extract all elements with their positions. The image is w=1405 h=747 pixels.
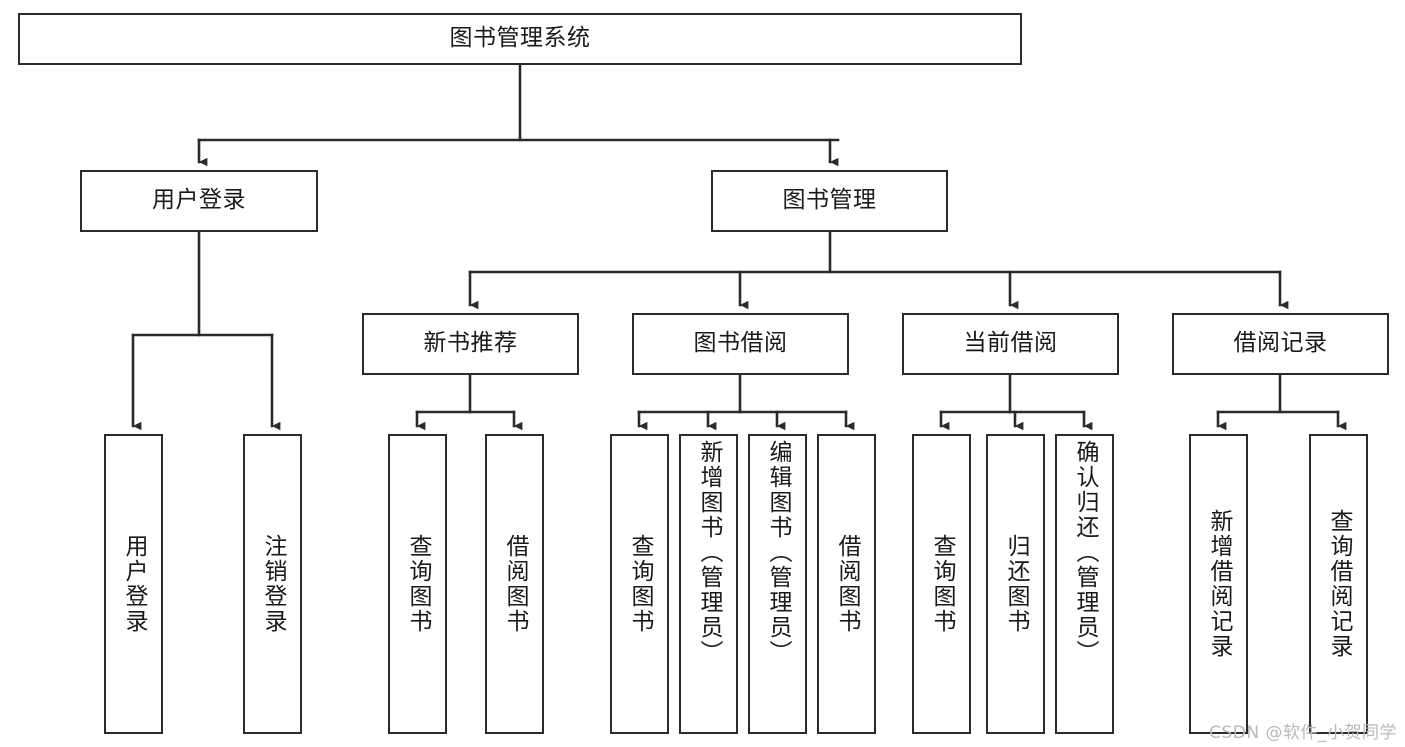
node-leaf-query-book-1[interactable]: 查询图书 [388, 434, 447, 734]
node-leaf-borrow-book-1-label: 借阅图书 [502, 534, 528, 634]
node-leaf-confirm-return-label: 确认归还（管理员） [1072, 440, 1098, 665]
node-leaf-query-book-3[interactable]: 查询图书 [912, 434, 971, 734]
node-book-manage-label: 图书管理 [782, 187, 877, 214]
node-leaf-add-record-label: 新增借阅记录 [1206, 509, 1232, 659]
node-borrow-record[interactable]: 借阅记录 [1172, 313, 1389, 375]
node-book-borrow[interactable]: 图书借阅 [632, 313, 849, 375]
node-borrow-record-label: 借阅记录 [1233, 330, 1328, 357]
node-root[interactable]: 图书管理系统 [18, 13, 1022, 65]
node-leaf-query-book-2[interactable]: 查询图书 [610, 434, 669, 734]
node-leaf-return-book[interactable]: 归还图书 [986, 434, 1045, 734]
node-leaf-borrow-book-1[interactable]: 借阅图书 [485, 434, 544, 734]
node-root-label: 图书管理系统 [449, 25, 591, 52]
node-leaf-add-record[interactable]: 新增借阅记录 [1189, 434, 1248, 734]
node-leaf-query-record-label: 查询借阅记录 [1326, 509, 1352, 659]
node-leaf-logout[interactable]: 注销登录 [243, 434, 302, 734]
node-leaf-user-login[interactable]: 用户登录 [104, 434, 163, 734]
node-new-book-rec-label: 新书推荐 [423, 330, 518, 357]
node-leaf-edit-book[interactable]: 编辑图书（管理员） [748, 434, 807, 734]
node-leaf-query-book-3-label: 查询图书 [929, 534, 955, 634]
node-user-login-label: 用户登录 [152, 187, 246, 214]
node-leaf-return-book-label: 归还图书 [1003, 534, 1029, 634]
node-leaf-add-book-label: 新增图书（管理员） [696, 440, 722, 665]
node-leaf-query-book-1-label: 查询图书 [405, 534, 431, 634]
node-leaf-query-record[interactable]: 查询借阅记录 [1309, 434, 1368, 734]
node-leaf-user-login-label: 用户登录 [121, 534, 147, 634]
node-book-borrow-label: 图书借阅 [693, 330, 788, 357]
node-new-book-rec[interactable]: 新书推荐 [362, 313, 579, 375]
node-leaf-add-book[interactable]: 新增图书（管理员） [679, 434, 738, 734]
csdn-watermark: CSDN @软件_小贺同学 [1209, 723, 1397, 743]
node-leaf-query-book-2-label: 查询图书 [627, 534, 653, 634]
node-leaf-confirm-return[interactable]: 确认归还（管理员） [1055, 434, 1114, 734]
node-current-borrow[interactable]: 当前借阅 [902, 313, 1119, 375]
node-current-borrow-label: 当前借阅 [963, 330, 1058, 357]
node-leaf-logout-label: 注销登录 [260, 534, 286, 634]
node-user-login[interactable]: 用户登录 [80, 170, 318, 232]
node-book-manage[interactable]: 图书管理 [711, 170, 948, 232]
node-leaf-borrow-book-2-label: 借阅图书 [834, 534, 860, 634]
node-leaf-edit-book-label: 编辑图书（管理员） [765, 440, 791, 665]
node-leaf-borrow-book-2[interactable]: 借阅图书 [817, 434, 876, 734]
